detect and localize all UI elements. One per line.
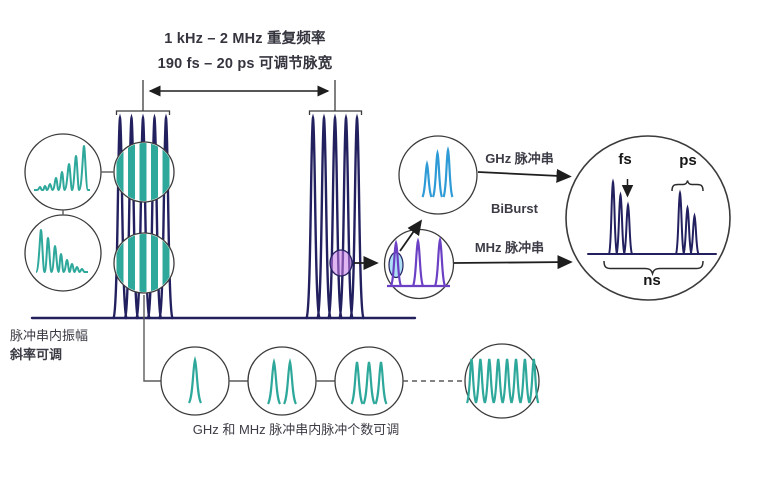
ns-brace (603, 260, 704, 277)
biburst-waveform (587, 178, 717, 255)
burst-1 (112, 113, 174, 320)
repetition-rate-label: 1 kHz – 2 MHz 重复频率 (164, 31, 326, 47)
descending-pulse-train (35, 229, 88, 273)
ps-brace (671, 180, 704, 192)
amplitude-note-line2: 斜率可调 (10, 347, 63, 362)
ghz-sub-pulse-highlight (388, 251, 404, 279)
count-circle-2 (247, 346, 317, 416)
pulse-count-row (160, 343, 540, 419)
mhz-flow-arrow (453, 255, 573, 270)
count-circle-many (464, 343, 540, 419)
ghz-pulse-train (421, 145, 454, 198)
burst-2 (305, 113, 365, 320)
burst1-bracket (115, 110, 171, 115)
pulse-width-label: 190 fs – 20 ps 可调节脉宽 (157, 56, 333, 72)
amplitude-note-line1: 脉冲串内振幅 (10, 328, 89, 343)
count-circle-3 (334, 346, 404, 416)
fs-pulse-group (608, 178, 633, 255)
amplitude-up-circle (24, 133, 102, 211)
connector-to-count-row (143, 295, 161, 382)
count-circle-1 (160, 346, 230, 416)
repetition-period-measure (115, 80, 363, 115)
burst2-bracket (308, 110, 363, 115)
mhz-burst-label: MHz 脉冲串 (474, 240, 545, 255)
connector-lines-left (62, 171, 114, 215)
ghz-burst-label: GHz 脉冲串 (485, 151, 554, 166)
single-pulse-highlight (329, 249, 353, 277)
ps-label: ps (679, 152, 697, 169)
mhz-pulse-train (387, 236, 450, 288)
burst-zoom-circle-bottom (113, 232, 175, 294)
mhz-burst-circle (383, 228, 455, 300)
burst-zoom-circle-top (113, 141, 175, 203)
ghz-flow-arrow (477, 168, 572, 183)
ns-label: ns (643, 272, 661, 289)
fs-label: fs (618, 151, 632, 168)
biburst-result-circle (565, 135, 731, 301)
biburst-label: BiBurst (491, 201, 538, 216)
pulse-count-caption: GHz 和 MHz 脉冲串内脉冲个数可调 (192, 422, 400, 437)
main-burst-waveform (30, 113, 417, 320)
ghz-burst-circle (398, 135, 478, 215)
ps-pulse-group (675, 189, 700, 255)
ascending-pulse-train (34, 145, 90, 191)
arrow-to-ghz-circle (399, 219, 423, 252)
amplitude-down-circle (24, 214, 102, 292)
